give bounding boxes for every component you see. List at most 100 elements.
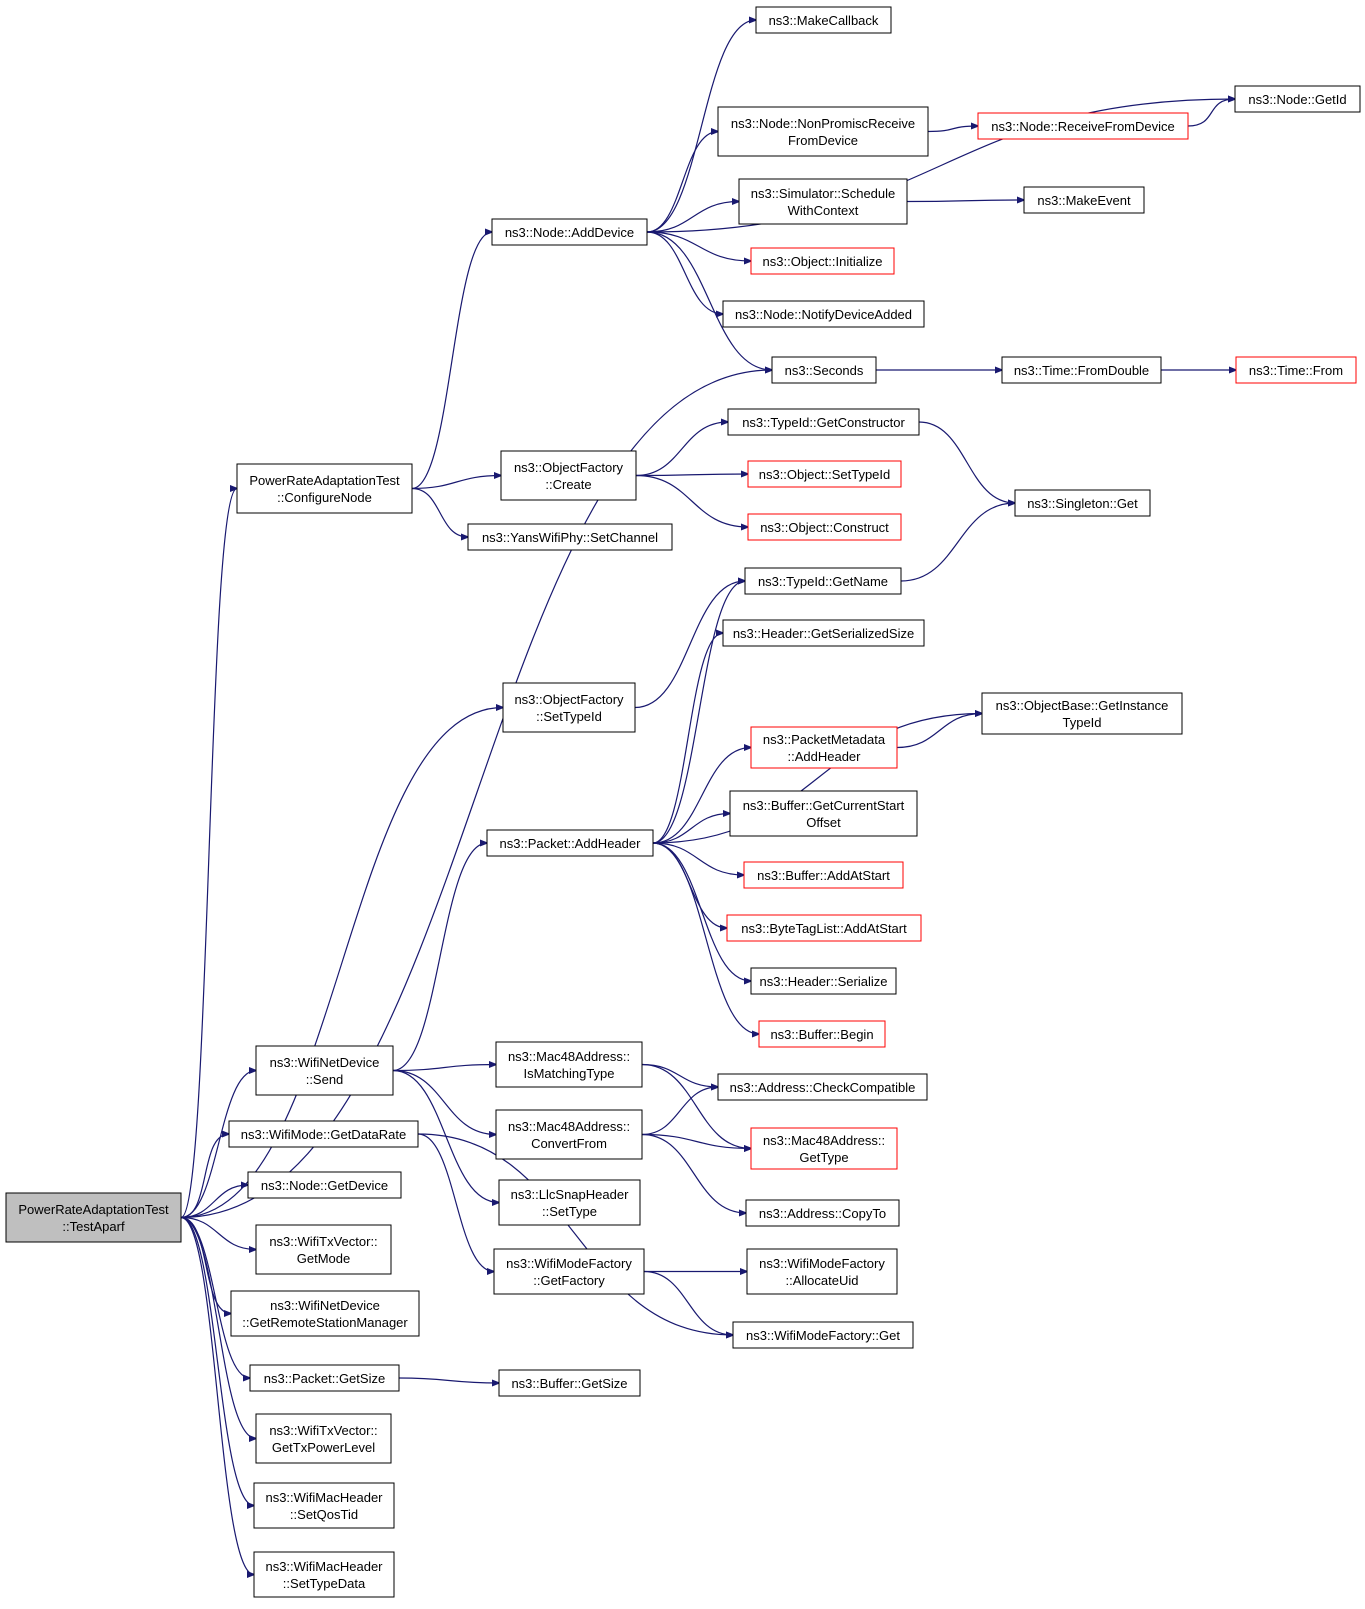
node-ofCreate[interactable]: ns3::ObjectFactory::Create [500,450,637,501]
node-byteTagAddAtStart[interactable]: ns3::ByteTagList::AddAtStart [726,914,922,942]
node-wmfGetFactory[interactable]: ns3::WifiModeFactory::GetFactory [493,1248,645,1295]
node-configureNode[interactable]: PowerRateAdaptationTest::ConfigureNode [236,463,413,514]
node-label: ns3::WifiModeFactory [506,1256,632,1271]
node-label: ::Send [306,1072,344,1087]
node-getName[interactable]: ns3::TypeId::GetName [744,567,902,595]
node-label: ns3::Node::AddDevice [505,225,634,240]
node-ofSetTypeId[interactable]: ns3::ObjectFactory::SetTypeId [502,682,636,733]
edge-packetAddHeader-to-getSerializedSize [652,633,723,844]
node-label: ns3::ObjectFactory [514,692,624,707]
node-seconds[interactable]: ns3::Seconds [771,356,877,384]
node-wndSend[interactable]: ns3::WifiNetDevice::Send [255,1045,394,1096]
node-getConstructor[interactable]: ns3::TypeId::GetConstructor [727,408,920,436]
node-wmfGet[interactable]: ns3::WifiModeFactory::Get [732,1321,914,1349]
node-label: ns3::WifiTxVector:: [269,1423,377,1438]
node-label: ns3::WifiModeFactory::Get [746,1328,900,1343]
node-singletonGet[interactable]: ns3::Singleton::Get [1014,489,1151,517]
node-bufferGetSize[interactable]: ns3::Buffer::GetSize [498,1369,641,1397]
edge-packetGetSize-to-bufferGetSize [398,1377,499,1383]
node-bufferBegin[interactable]: ns3::Buffer::Begin [758,1020,886,1048]
node-nodeGetDevice[interactable]: ns3::Node::GetDevice [247,1171,402,1199]
node-box [247,1171,402,1199]
node-box [744,567,902,595]
edge-addDevice-to-notifyDeviceAdded [646,231,723,314]
node-box [722,300,925,328]
node-objectInitialize[interactable]: ns3::Object::Initialize [750,247,895,275]
edge-packetAddHeader-to-bufferAddAtStart [652,842,744,875]
node-macGetType[interactable]: ns3::Mac48Address::GetType [750,1127,898,1170]
node-root[interactable]: PowerRateAdaptationTest::TestAparf [5,1192,182,1243]
edge-addDevice-to-seconds [646,231,772,370]
node-bufferAddAtStart[interactable]: ns3::Buffer::AddAtStart [743,861,904,889]
node-label: ns3::Header::GetSerializedSize [733,626,914,641]
node-packetGetSize[interactable]: ns3::Packet::GetSize [249,1364,400,1392]
node-getSerializedSize[interactable]: ns3::Header::GetSerializedSize [722,619,925,647]
edge-root-to-seconds [180,370,772,1219]
node-convertFrom[interactable]: ns3::Mac48Address::ConvertFrom [495,1109,643,1160]
node-receiveFromDevice[interactable]: ns3::Node::ReceiveFromDevice [977,112,1189,140]
node-fromDouble[interactable]: ns3::Time::FromDouble [1001,356,1162,384]
node-notifyDeviceAdded[interactable]: ns3::Node::NotifyDeviceAdded [722,300,925,328]
node-label: ns3::Address::CheckCompatible [730,1080,916,1095]
node-box [1234,85,1361,113]
node-layer: PowerRateAdaptationTest::TestAparfPowerR… [5,6,1361,1598]
node-box [500,450,637,501]
node-isMatchingType[interactable]: ns3::Mac48Address::IsMatchingType [495,1041,643,1088]
node-getTxPowerLevel[interactable]: ns3::WifiTxVector::GetTxPowerLevel [255,1413,392,1464]
node-txGetMode[interactable]: ns3::WifiTxVector::GetMode [255,1224,392,1275]
node-objSetTypeId[interactable]: ns3::Object::SetTypeId [747,460,902,488]
node-setChannel[interactable]: ns3::YansWifiPhy::SetChannel [467,523,673,551]
edge-convertFrom-to-macGetType [641,1133,751,1149]
node-box [495,1041,643,1088]
node-label: ns3::YansWifiPhy::SetChannel [482,530,658,545]
node-label: ns3::LlcSnapHeader [511,1187,629,1202]
node-getDataRate[interactable]: ns3::WifiMode::GetDataRate [228,1120,419,1148]
node-box [255,1413,392,1464]
edge-root-to-packetGetSize [180,1216,250,1379]
edge-wndSend-to-convertFrom [392,1069,496,1135]
edge-convertFrom-to-copyTo [641,1133,746,1214]
node-label: ns3::Seconds [785,363,864,378]
node-label: ns3::Node::ReceiveFromDevice [991,119,1175,134]
node-llcSetType[interactable]: ns3::LlcSnapHeader::SetType [498,1179,641,1226]
node-label: ::GetFactory [533,1273,605,1288]
edge-ofCreate-to-objConstruct [635,474,748,528]
node-box [750,247,895,275]
edge-ofCreate-to-getConstructor [635,422,728,477]
node-packetAddHeader[interactable]: ns3::Packet::AddHeader [486,829,654,857]
node-makeCallback[interactable]: ns3::MakeCallback [755,6,892,34]
node-addDevice[interactable]: ns3::Node::AddDevice [491,218,648,246]
node-label: ns3::PacketMetadata [763,732,886,747]
node-pmAddHeader[interactable]: ns3::PacketMetadata::AddHeader [750,726,898,769]
edge-convertFrom-to-checkCompatible [641,1087,718,1136]
node-label: ns3::WifiNetDevice [270,1298,380,1313]
node-label: ns3::WifiModeFactory [759,1256,885,1271]
node-box [729,790,918,837]
edge-wndSend-to-isMatchingType [392,1065,496,1072]
node-setTypeData[interactable]: ns3::WifiMacHeader::SetTypeData [253,1551,395,1598]
node-copyTo[interactable]: ns3::Address::CopyTo [745,1199,900,1227]
node-nodeGetId[interactable]: ns3::Node::GetId [1234,85,1361,113]
node-makeEvent[interactable]: ns3::MakeEvent [1023,186,1145,214]
node-label: PowerRateAdaptationTest [18,1202,169,1217]
node-label: ns3::Mac48Address:: [508,1119,630,1134]
node-getRemoteStationManager[interactable]: ns3::WifiNetDevice::GetRemoteStationMana… [230,1290,420,1337]
edge-receiveFromDevice-to-nodeGetId [1187,99,1235,127]
node-box [726,914,922,942]
node-headerSerialize[interactable]: ns3::Header::Serialize [750,967,897,995]
node-allocateUid[interactable]: ns3::WifiModeFactory::AllocateUid [746,1248,898,1295]
edge-configureNode-to-setChannel [411,487,468,538]
node-setQosTid[interactable]: ns3::WifiMacHeader::SetQosTid [253,1482,395,1529]
node-objConstruct[interactable]: ns3::Object::Construct [747,513,902,541]
edge-getDataRate-to-wmfGetFactory [417,1133,494,1272]
node-box [493,1248,645,1295]
node-checkCompatible[interactable]: ns3::Address::CheckCompatible [717,1073,928,1101]
node-box [236,463,413,514]
node-box [750,1127,898,1170]
node-box [743,861,904,889]
node-timeFrom[interactable]: ns3::Time::From [1235,356,1357,384]
